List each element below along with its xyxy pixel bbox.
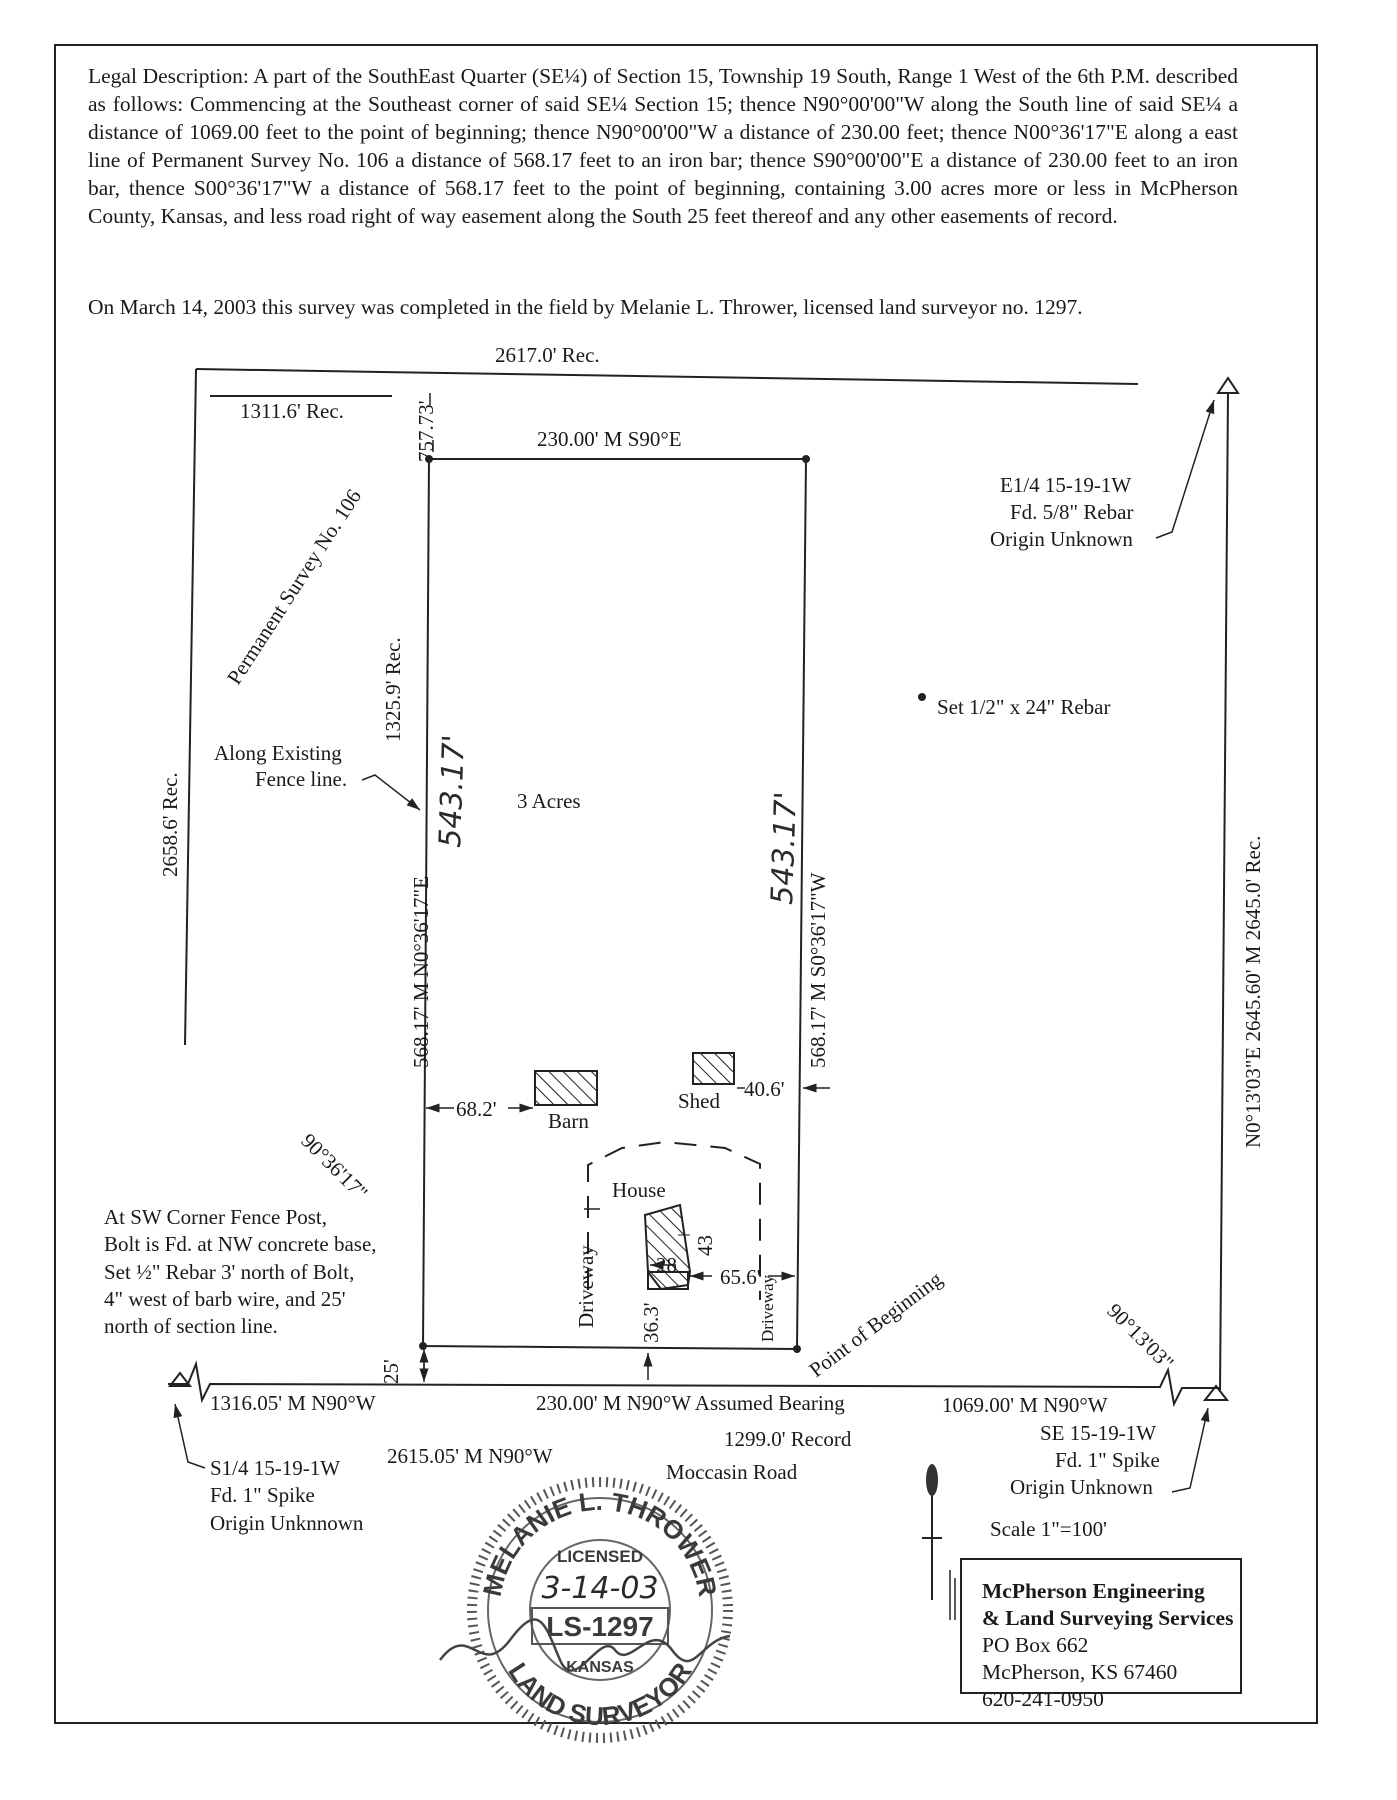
rebar-legend-label: Set 1/2" x 24" Rebar	[937, 695, 1110, 719]
pob-label: Point of Beginning	[805, 1266, 947, 1382]
sw-note-4: 4" west of barb wire, and 25'	[104, 1287, 346, 1311]
house-label: House	[612, 1178, 666, 1202]
dim-65-label: 65.6'	[720, 1265, 761, 1289]
east-line-label: 568.17' M S0°36'17"W	[806, 872, 830, 1068]
sw-note-3: Set ½" Rebar 3' north of Bolt,	[104, 1260, 354, 1284]
fence-leader	[361, 774, 421, 811]
stamp-licensed: LICENSED	[557, 1547, 643, 1566]
driveway-label-2: Driveway	[758, 1274, 777, 1342]
barn-label: Barn	[548, 1109, 589, 1133]
legal-description: Legal Description: A part of the SouthEa…	[88, 64, 1238, 228]
dim-43-label: 43	[693, 1235, 717, 1256]
fence-line-label-1: Along Existing	[214, 741, 342, 765]
north-line-label: 230.00' M S90°E	[537, 427, 682, 451]
dim-36-label: 36.3'	[639, 1302, 663, 1343]
se-corner-label-1: SE 15-19-1W	[1040, 1421, 1156, 1445]
east-hand-dim: 543.17'	[765, 791, 804, 905]
rebar-se	[793, 1345, 801, 1353]
south-east-dim-label: 1069.00' M N90°W	[942, 1393, 1108, 1417]
se-corner-monument	[1202, 1384, 1230, 1401]
survey-statement: On March 14, 2003 this survey was comple…	[88, 295, 1083, 319]
nw-record-label: 1311.6' Rec.	[240, 399, 344, 423]
scale-label: Scale 1"=100'	[990, 1517, 1107, 1541]
barn-structure	[534, 1070, 598, 1106]
rebar-nw	[425, 455, 433, 463]
section-west-line	[184, 368, 197, 1046]
company-phone: 620-241-0950	[982, 1687, 1104, 1711]
record-1299-label: 1299.0' Record	[724, 1427, 852, 1451]
east-record-label: N0°13'03"E 2645.60' M 2645.0' Rec.	[1241, 836, 1265, 1148]
sw-note-2: Bolt is Fd. at NW concrete base,	[104, 1232, 377, 1256]
dim-68-label: 68.2'	[456, 1097, 497, 1121]
far-west-record-label: 2658.6' Rec.	[158, 772, 182, 877]
s-quarter-monument	[167, 1371, 193, 1387]
nw-dim-label: 757.73'	[414, 400, 438, 462]
se-corner-label-3: Origin Unknown	[1010, 1475, 1153, 1499]
south-line-label: 230.00' M N90°W Assumed Bearing	[536, 1391, 845, 1415]
company-info-box: McPherson Engineering & Land Surveying S…	[960, 1558, 1242, 1711]
e-quarter-leader	[1155, 399, 1215, 539]
company-name-1: McPherson Engineering	[982, 1579, 1205, 1603]
west-line-label: 568.17' M N0°36'17"E	[409, 876, 433, 1068]
dim-25-label: 25'	[379, 1359, 403, 1384]
s-quarter-leader	[173, 1403, 206, 1469]
surveyor-seal: MELANIE L. THROWER LAND SURVEYOR LICENSE…	[439, 1477, 733, 1743]
fence-line-label-2: Fence line.	[255, 767, 347, 791]
e-quarter-label-2: Fd. 5/8" Rebar	[1010, 500, 1133, 524]
west-record-label: 1325.9' Rec.	[381, 637, 405, 742]
se-corner-leader	[1171, 1407, 1210, 1493]
stamp-state: KANSAS	[566, 1659, 634, 1676]
sw-note-5: north of section line.	[104, 1314, 278, 1338]
west-hand-dim: 543.17'	[433, 734, 472, 848]
surveyor-signature	[439, 1618, 731, 1672]
s-quarter-label-1: S1/4 15-19-1W	[210, 1456, 340, 1480]
house-structure-base	[647, 1271, 689, 1290]
top-record-label: 2617.0' Rec.	[495, 343, 600, 367]
s-quarter-label-3: Origin Unknnown	[210, 1511, 364, 1535]
sw-note-1: At SW Corner Fence Post,	[104, 1205, 327, 1229]
driveway-label-1: Driveway	[574, 1245, 598, 1328]
parcel-boundary	[421, 458, 808, 1351]
south-west-dim-label: 1316.05' M N90°W	[210, 1391, 376, 1415]
dim-40-label: 40.6'	[744, 1077, 785, 1101]
company-po-box: PO Box 662	[982, 1633, 1089, 1657]
rebar-sw	[419, 1342, 427, 1350]
rebar-legend-dot	[918, 693, 926, 701]
road-label: Moccasin Road	[666, 1460, 798, 1484]
e-quarter-label-1: E1/4 15-19-1W	[1000, 473, 1131, 497]
driveway-loop	[587, 1140, 761, 1300]
stamp-number: LS-1297	[546, 1611, 653, 1642]
e-quarter-label-3: Origin Unknown	[990, 527, 1133, 551]
north-arrow	[922, 1464, 956, 1620]
shed-label: Shed	[678, 1089, 721, 1113]
page-border	[54, 44, 1318, 1724]
section-east-line	[1219, 391, 1229, 1393]
stamp-date: 3-14-03	[541, 1571, 658, 1606]
dim-28-label: 28	[656, 1253, 677, 1277]
angle-sw-label: 90°36'17"	[296, 1129, 372, 1205]
company-city: McPherson, KS 67460	[982, 1660, 1178, 1684]
south-section-line	[168, 1360, 1220, 1408]
e-quarter-monument	[1216, 376, 1240, 394]
section-north-line	[195, 368, 1139, 385]
shed-structure	[692, 1052, 735, 1085]
s-quarter-label-2: Fd. 1" Spike	[210, 1483, 315, 1507]
angle-se-label: 90°13'03"	[1102, 1299, 1178, 1375]
acres-label: 3 Acres	[517, 789, 581, 813]
total-south-label: 2615.05' M N90°W	[387, 1444, 553, 1468]
se-corner-label-2: Fd. 1" Spike	[1055, 1448, 1160, 1472]
perm-survey-label: Permanent Survey No. 106	[222, 485, 366, 689]
company-name-2: & Land Surveying Services	[982, 1606, 1234, 1630]
rebar-ne	[802, 455, 810, 463]
